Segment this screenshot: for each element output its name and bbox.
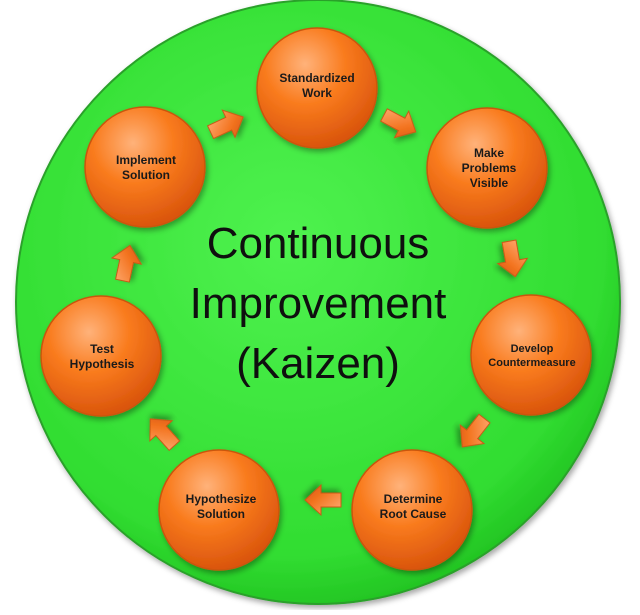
arrow-countermeasure-to-rootcause — [459, 413, 491, 448]
arrow-implement-to-standardized — [206, 109, 244, 140]
step-label-line: Solution — [197, 507, 245, 521]
step-node-hypothesize-solution: Hypothesize Solution — [158, 449, 280, 571]
step-node-implement-solution: Implement Solution — [84, 106, 206, 228]
step-node-test-hypothesis: Test Hypothesis — [40, 295, 162, 417]
step-node-determine-root-cause: Determine Root Cause — [351, 449, 473, 571]
arrow-hypothesize-to-test — [149, 418, 181, 452]
center-title-line-1: Continuous — [207, 219, 430, 268]
step-label-line: Visible — [470, 176, 509, 190]
step-label-line: Work — [302, 86, 332, 100]
step-label-line: Root Cause — [380, 507, 447, 521]
step-label-line: Solution — [122, 168, 170, 182]
arrow-standardized-to-problems — [380, 108, 417, 139]
step-label-line: Hypothesis — [70, 357, 135, 371]
step-node-develop-countermeasure: Develop Countermeasure — [470, 294, 592, 416]
center-title-line-2: Improvement — [190, 279, 447, 328]
step-label-line: Develop — [511, 343, 554, 355]
step-label-line: Standardized — [279, 71, 354, 85]
step-label-line: Test — [90, 342, 114, 356]
center-title-line-3: (Kaizen) — [236, 339, 400, 388]
step-label-line: Implement — [116, 153, 176, 167]
step-label-line: Hypothesize — [186, 492, 257, 506]
step-label-line: Make — [474, 146, 504, 160]
step-label-line: Countermeasure — [488, 357, 575, 369]
step-node-make-problems-visible: Make Problems Visible — [426, 107, 548, 229]
step-label-line: Problems — [462, 161, 517, 175]
arrow-problems-to-countermeasure — [496, 239, 529, 278]
step-label-line: Determine — [384, 492, 443, 506]
step-node-standardized-work: Standardized Work — [256, 27, 378, 149]
cycle-arrows — [110, 108, 529, 517]
arrow-test-to-implement — [110, 244, 143, 283]
arrow-rootcause-to-hypothesize — [304, 483, 342, 517]
